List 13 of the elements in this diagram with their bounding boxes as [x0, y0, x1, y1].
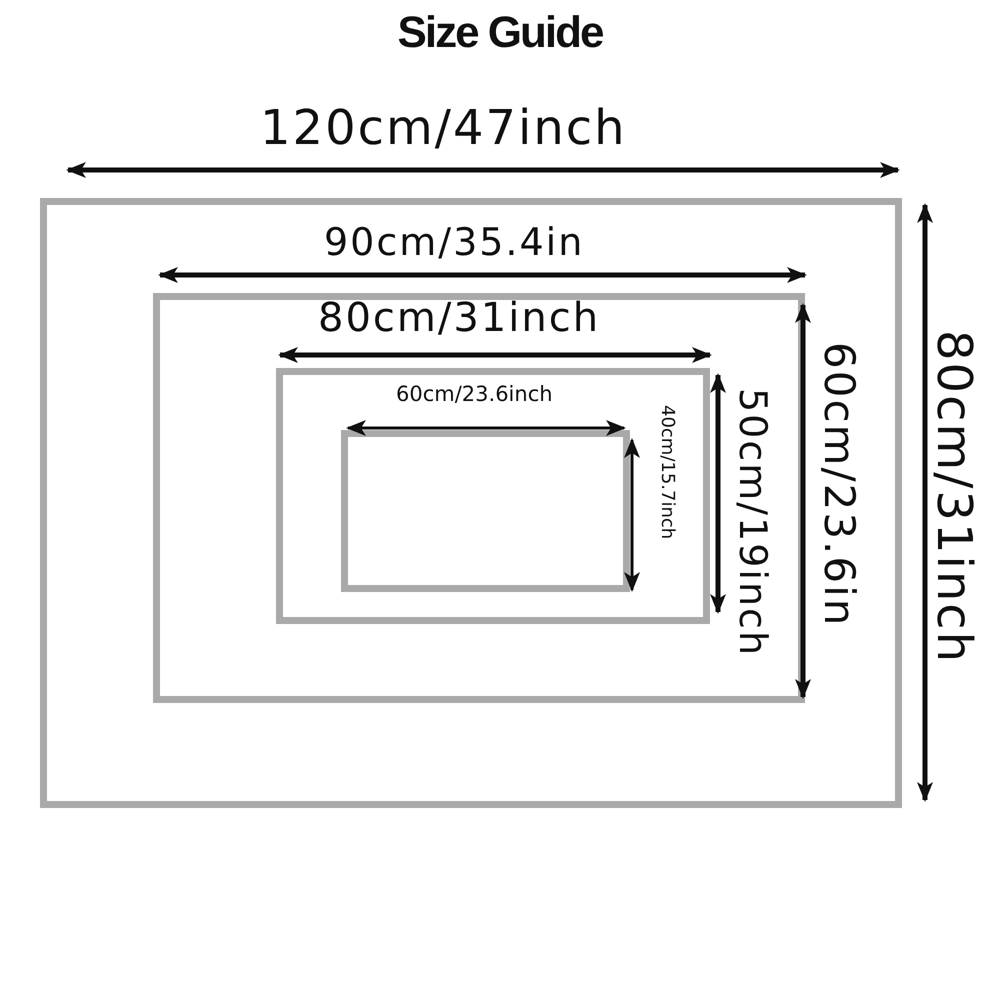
dimension-label: 60cm/23.6inch — [396, 384, 553, 405]
dimension-label: 80cm/31inch — [930, 330, 978, 664]
title: Size Guide — [396, 8, 604, 58]
dimension-label: 90cm/35.4in — [324, 223, 584, 261]
size-frame — [40, 198, 902, 808]
dimension-label: 80cm/31inch — [318, 298, 600, 338]
dimension-label: 60cm/23.6in — [818, 342, 860, 628]
dimension-label: 40cm/15.7inch — [658, 405, 676, 540]
size-frame — [341, 430, 630, 592]
dimension-label: 50cm/19inch — [734, 388, 772, 658]
size-frame — [153, 293, 805, 703]
dimension-label: 120cm/47inch — [260, 104, 627, 152]
size-frame — [276, 368, 710, 624]
